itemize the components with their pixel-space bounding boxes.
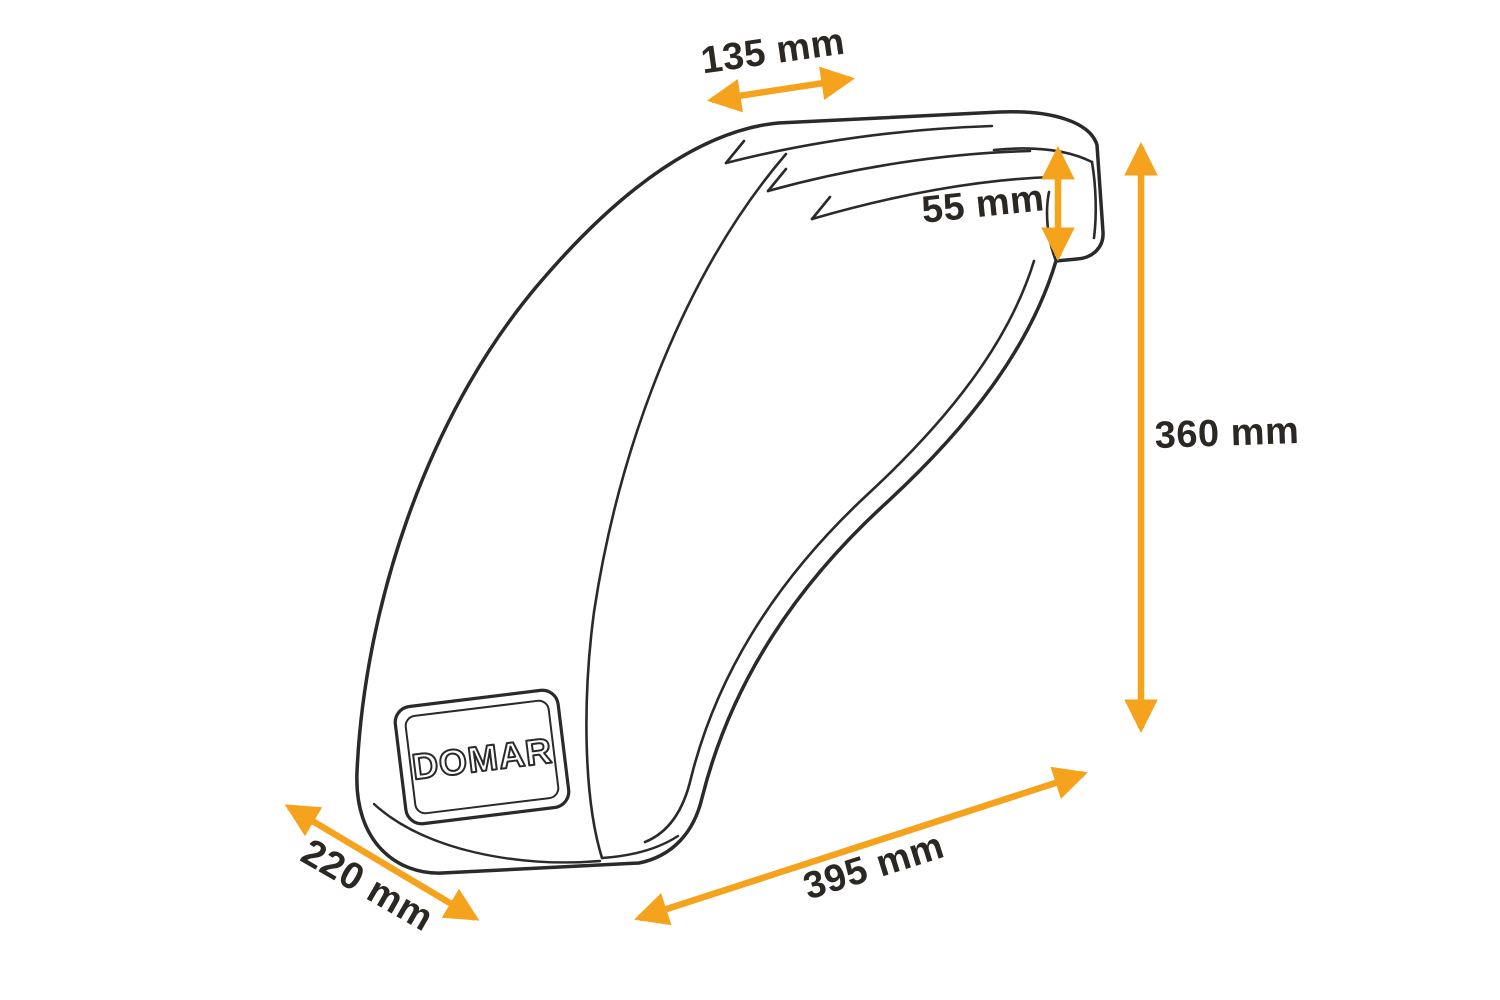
dimension-arrow-395mm — [634, 766, 1088, 926]
fender-face-line — [585, 152, 788, 860]
dimension-arrows — [284, 66, 1158, 926]
dimension-arrow-220mm — [284, 804, 480, 921]
fender-group: DOMAR — [355, 110, 1105, 875]
fender-ribs — [724, 124, 1056, 221]
dimension-arrow-135mm — [706, 66, 856, 113]
brand-plate: DOMAR — [393, 688, 571, 826]
dimension-label-overall-height: 360 mm — [1154, 409, 1300, 458]
